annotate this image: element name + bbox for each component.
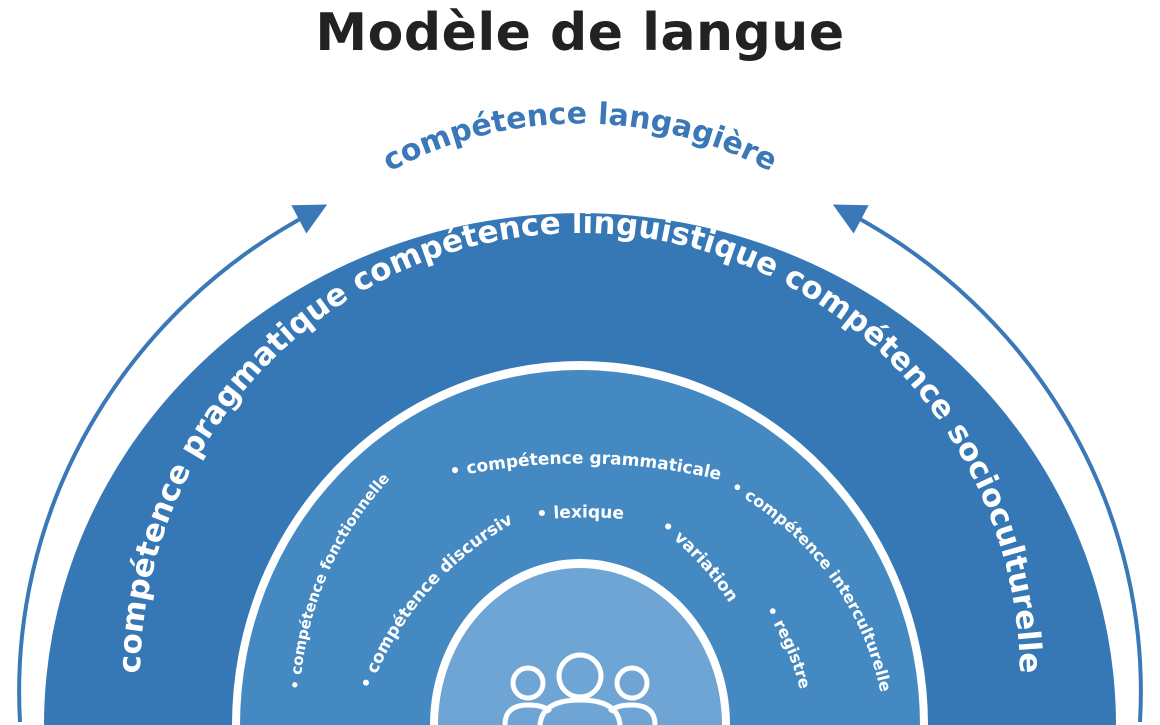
item-lexique: • lexique — [536, 502, 625, 524]
group-of-people-icon — [502, 652, 658, 725]
middle-band — [240, 370, 920, 725]
page-title: Modèle de langue — [315, 3, 845, 63]
right-arc-arrow — [832, 204, 1143, 723]
outer-label: compétence langagière — [377, 96, 783, 178]
core-semicircle — [438, 568, 722, 725]
left-arc-arrow — [17, 204, 328, 723]
